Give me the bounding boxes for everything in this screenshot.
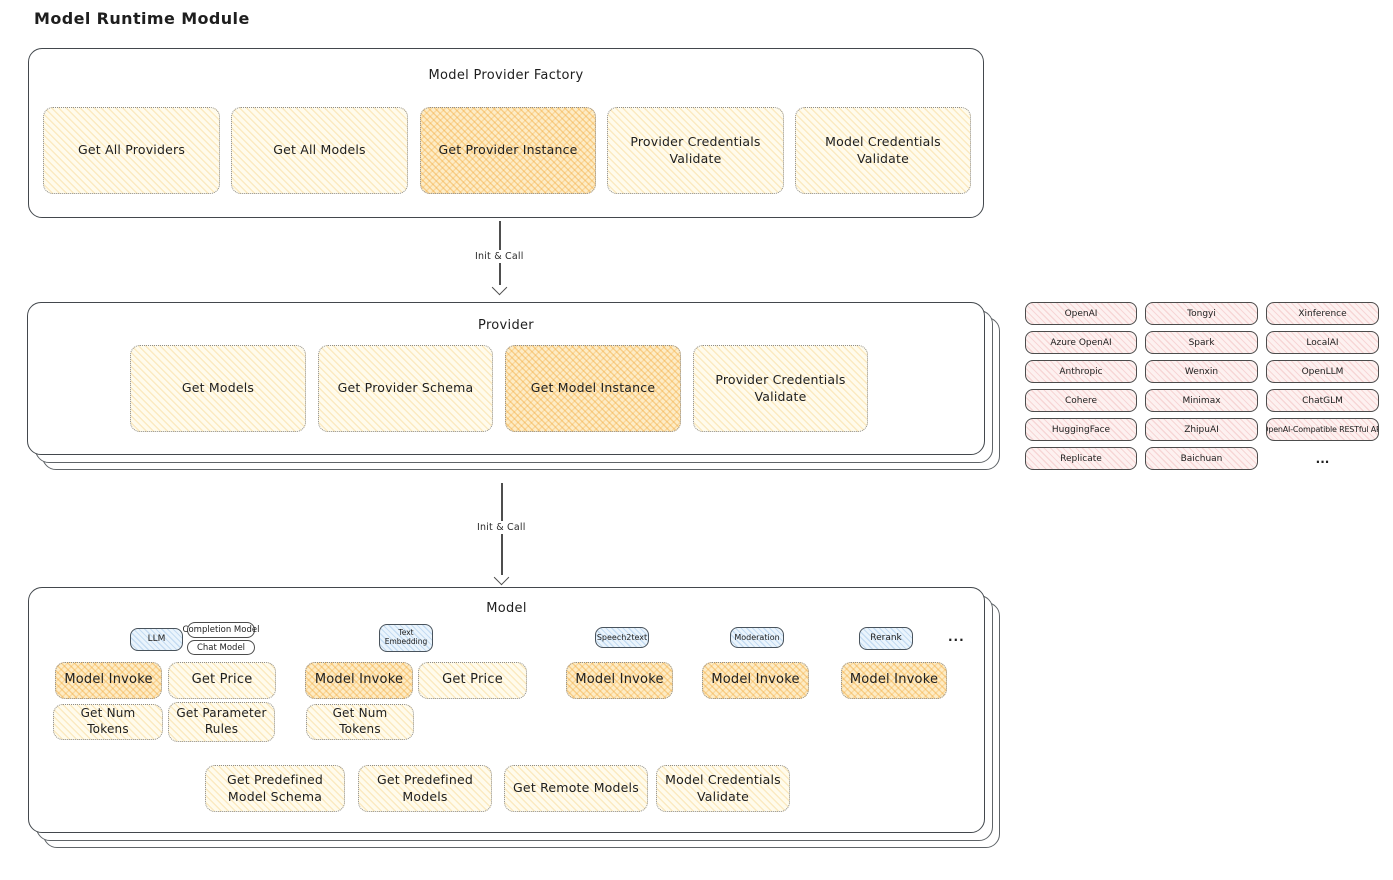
vendor-pill: Tongyi <box>1145 302 1258 325</box>
node-model-invoke-llm: Model Invoke <box>55 662 162 699</box>
factory-title: Model Provider Factory <box>428 68 584 83</box>
page-title: Model Runtime Module <box>34 9 250 28</box>
node-get-price-llm: Get Price <box>168 662 276 699</box>
node-get-price-text-embedding: Get Price <box>418 662 527 699</box>
vendor-pill: Minimax <box>1145 389 1258 412</box>
vendor-pill: Cohere <box>1025 389 1137 412</box>
node-get-num-tokens-llm: Get Num Tokens <box>53 704 163 740</box>
provider-title: Provider <box>478 318 534 333</box>
node-get-models: Get Models <box>130 345 306 432</box>
vendor-pill: Wenxin <box>1145 360 1258 383</box>
arrow-down-2-head <box>493 569 510 586</box>
node-get-model-instance: Get Model Instance <box>505 345 681 432</box>
node-model-credentials-validate-factory: Model Credentials Validate <box>795 107 971 194</box>
vendor-pill: Xinference <box>1266 302 1379 325</box>
node-provider-credentials-validate-factory: Provider Credentials Validate <box>607 107 784 194</box>
node-get-provider-schema: Get Provider Schema <box>318 345 493 432</box>
node-get-predefined-models: Get Predefined Models <box>358 765 492 812</box>
node-model-invoke-speech2text: Model Invoke <box>566 662 673 699</box>
node-model-invoke-rerank: Model Invoke <box>841 662 947 699</box>
vendor-pill: ChatGLM <box>1266 389 1379 412</box>
vendor-pill: Replicate <box>1025 447 1137 470</box>
vendor-pill: Spark <box>1145 331 1258 354</box>
arrow-2-label: Init & Call <box>473 521 530 534</box>
node-get-all-models: Get All Models <box>231 107 408 194</box>
node-get-num-tokens-text-embedding: Get Num Tokens <box>306 704 414 740</box>
vendor-pill: ZhipuAI <box>1145 418 1258 441</box>
tag-text-embedding: Text Embedding <box>379 624 433 652</box>
vendor-pill: LocalAI <box>1266 331 1379 354</box>
vendor-pill: Baichuan <box>1145 447 1258 470</box>
node-get-remote-models: Get Remote Models <box>504 765 648 812</box>
vendor-pill: Anthropic <box>1025 360 1137 383</box>
node-get-predefined-model-schema: Get Predefined Model Schema <box>205 765 345 812</box>
tag-speech2text: Speech2text <box>595 627 649 648</box>
node-get-provider-instance: Get Provider Instance <box>420 107 596 194</box>
tag-llm: LLM <box>130 628 183 651</box>
node-get-all-providers: Get All Providers <box>43 107 220 194</box>
tags-more-ellipsis: ... <box>948 630 965 644</box>
node-model-credentials-validate: Model Credentials Validate <box>656 765 790 812</box>
tag-moderation: Moderation <box>730 627 784 648</box>
node-model-invoke-moderation: Model Invoke <box>702 662 809 699</box>
node-model-invoke-text-embedding: Model Invoke <box>305 662 413 699</box>
vendor-pill: OpenAI <box>1025 302 1137 325</box>
vendor-pill: Azure OpenAI <box>1025 331 1137 354</box>
arrow-1-label: Init & Call <box>471 250 528 263</box>
arrow-down-1-head <box>491 279 508 296</box>
model-title: Model <box>486 601 527 616</box>
tag-chat-model: Chat Model <box>187 640 255 655</box>
tag-rerank: Rerank <box>859 627 913 650</box>
tag-completion-model: Completion Model <box>183 622 259 638</box>
vendor-pill: OpenAI-Compatible RESTful API <box>1266 418 1379 441</box>
node-get-parameter-rules: Get Parameter Rules <box>168 702 275 742</box>
vendor-more-ellipsis: ... <box>1315 451 1330 466</box>
node-provider-credentials-validate: Provider Credentials Validate <box>693 345 868 432</box>
vendor-pill: OpenLLM <box>1266 360 1379 383</box>
vendor-pill: HuggingFace <box>1025 418 1137 441</box>
provider-vendors-grid: OpenAI Tongyi Xinference Azure OpenAI Sp… <box>1025 302 1379 470</box>
